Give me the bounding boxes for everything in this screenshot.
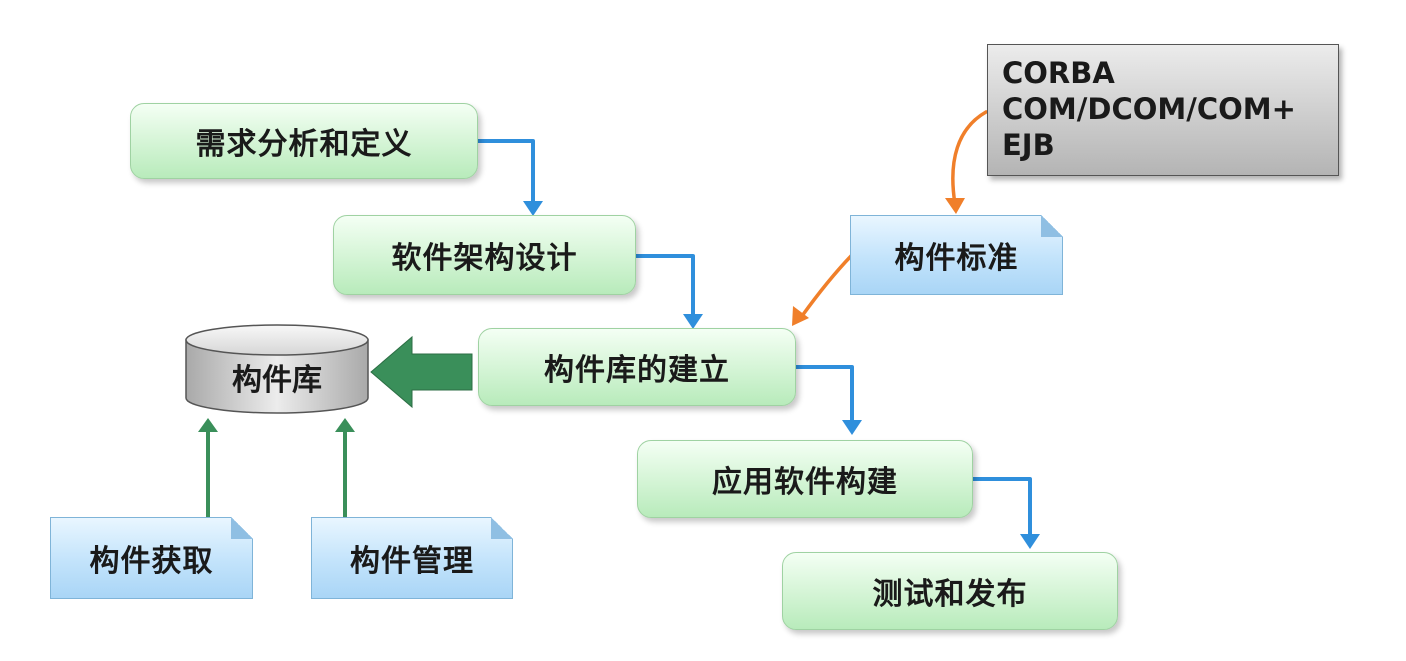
node-architecture-design: 软件架构设计	[333, 215, 636, 295]
node-label: 构件标准	[894, 241, 1019, 276]
node-label: 构件获取	[89, 544, 214, 579]
std-arrowhead-1	[945, 198, 965, 214]
node-test-release: 测试和发布	[782, 552, 1118, 630]
flow-arrowhead-4	[1020, 534, 1040, 549]
node-application-build: 应用软件构建	[637, 440, 973, 518]
node-label: 需求分析和定义	[195, 127, 413, 162]
node-library-build: 构件库的建立	[478, 328, 796, 406]
node-requirements-analysis: 需求分析和定义	[130, 103, 478, 179]
flow-arrowhead-1	[523, 201, 543, 216]
standard-item: COM/DCOM/COM+	[1002, 92, 1296, 126]
node-component-library: 构件库	[186, 355, 368, 399]
standards-box: CORBA COM/DCOM/COM+ EJB	[987, 44, 1339, 176]
node-label: 软件架构设计	[391, 241, 578, 276]
library-cylinder	[185, 324, 369, 414]
standard-item: EJB	[1002, 128, 1055, 162]
std-arrowhead-2	[792, 306, 809, 326]
flow-arrow-3	[794, 365, 854, 426]
flow-arrowhead-2	[683, 314, 703, 329]
manage-arrowhead	[335, 418, 355, 432]
std-arrow-2	[800, 254, 853, 318]
node-label: 构件库的建立	[544, 353, 730, 388]
doc-fold-icon	[1041, 215, 1063, 237]
node-component-standard: 构件标准	[850, 215, 1063, 295]
flow-arrowhead-3	[842, 420, 862, 435]
doc-fold-icon	[491, 517, 513, 539]
flow-arrow-1	[476, 139, 535, 207]
node-label: 应用软件构建	[712, 465, 898, 500]
std-arrow-1	[951, 110, 988, 206]
lib-arrow	[370, 335, 473, 409]
flow-arrow-4	[971, 477, 1032, 540]
node-label: 测试和发布	[872, 577, 1028, 612]
flow-arrow-2	[634, 254, 695, 320]
node-label: 构件库	[232, 363, 322, 398]
acquire-arrowhead	[198, 418, 218, 432]
node-label: 构件管理	[350, 544, 474, 579]
node-component-manage: 构件管理	[311, 517, 513, 599]
doc-fold-icon	[231, 517, 253, 539]
standard-item: CORBA	[1002, 56, 1115, 90]
node-component-acquire: 构件获取	[50, 517, 253, 599]
